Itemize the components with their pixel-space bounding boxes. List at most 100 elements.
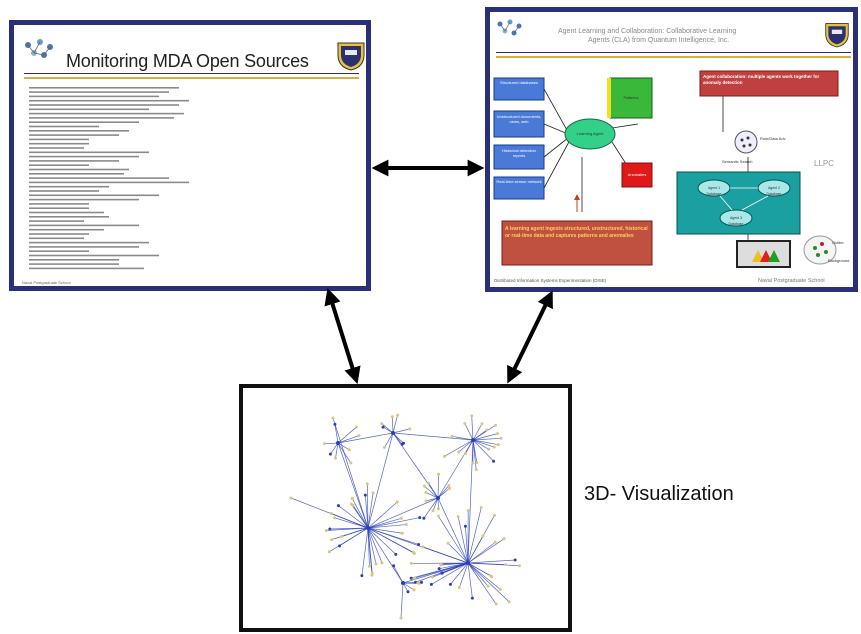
graph-node	[328, 527, 332, 531]
text-line	[29, 108, 149, 111]
anomalies-label: Anomalies	[627, 172, 647, 177]
text-line	[29, 216, 109, 218]
graph-node	[327, 550, 331, 554]
graph-node	[336, 504, 340, 508]
graph-node	[499, 436, 503, 440]
text-line	[29, 267, 144, 270]
graph-node	[331, 416, 335, 420]
side-label: LLPC	[814, 159, 835, 168]
graph-edge	[451, 435, 474, 441]
search-label: Semantic Search	[722, 159, 753, 164]
graph-node	[439, 563, 443, 567]
text-line	[29, 121, 139, 123]
text-line	[29, 220, 84, 222]
text-line	[29, 112, 184, 115]
agent-db-label: Agent 1 Database	[706, 186, 722, 196]
text-line	[29, 241, 149, 244]
graph-node	[513, 558, 517, 562]
graph-node	[480, 422, 484, 426]
graph-edge	[431, 562, 469, 585]
graph-edge	[437, 487, 450, 499]
graph-node	[466, 509, 470, 513]
graph-edge	[465, 526, 469, 564]
graph-edge	[367, 492, 374, 529]
graph-node	[392, 564, 396, 568]
graph-node	[436, 507, 440, 511]
graph-node	[495, 432, 499, 436]
graph-node	[517, 564, 521, 568]
title-rule-gold	[496, 56, 851, 58]
graph-node	[323, 442, 327, 446]
graph-edge	[432, 497, 439, 511]
graph-edge	[367, 432, 394, 529]
graph-node	[413, 576, 417, 580]
text-line	[29, 99, 189, 102]
graph-edge	[402, 582, 415, 591]
graph-node	[429, 582, 433, 586]
text-line	[29, 263, 119, 265]
graph-node	[436, 514, 440, 518]
graph-node	[365, 482, 369, 486]
right-slide-thumbnail: Agent Learning and Collaboration: Collab…	[485, 7, 858, 292]
graph-node	[446, 541, 450, 545]
graph-node	[422, 516, 426, 520]
source-box-label: Structured databases	[499, 80, 539, 85]
graph-node	[463, 452, 467, 456]
text-line	[29, 134, 119, 136]
text-line	[29, 138, 89, 141]
graph-edge	[467, 541, 496, 564]
graph-node	[409, 561, 413, 565]
graph-edge	[444, 439, 474, 457]
graph-edge	[334, 424, 339, 444]
graph-edge	[459, 562, 469, 588]
graph-edge	[367, 524, 407, 529]
graph-node	[471, 461, 475, 465]
graph-node	[463, 524, 467, 528]
graph-node	[412, 551, 416, 555]
graph-edge	[334, 517, 369, 529]
graph-node	[381, 425, 385, 429]
graph-node	[380, 561, 384, 565]
text-line	[29, 185, 109, 188]
graph-node	[479, 506, 483, 510]
graph-edge	[332, 417, 369, 529]
graph-node	[436, 496, 440, 500]
graph-node	[333, 516, 337, 520]
text-line	[29, 211, 104, 214]
collaboration-callout: Agent collaboration: multiple agents wor…	[703, 74, 820, 85]
graph-node	[481, 534, 485, 538]
graph-edge	[367, 497, 439, 529]
graph-edge	[351, 498, 369, 529]
graph-node	[395, 500, 399, 504]
nps-shield-icon	[825, 23, 849, 48]
graph-node	[406, 590, 410, 594]
graph-node	[417, 581, 421, 585]
graph-edge	[361, 527, 369, 576]
graph-edge	[472, 439, 478, 463]
text-line	[29, 207, 89, 209]
learning-agent-label: Learning Agent	[576, 131, 604, 136]
graph-edge	[472, 429, 488, 441]
graph-node	[400, 531, 404, 535]
graph-node	[450, 434, 454, 438]
text-line	[29, 91, 169, 93]
network-graph	[289, 413, 521, 620]
graph-node	[457, 586, 461, 590]
title-rule-gold	[24, 77, 359, 79]
graph-edge	[367, 527, 403, 534]
graph-node	[466, 561, 470, 565]
title-rule-blue	[496, 52, 851, 53]
graph-node	[424, 499, 428, 503]
text-line	[29, 259, 119, 261]
graph-edge	[467, 439, 474, 564]
graph-node	[437, 567, 441, 571]
graph-node	[367, 564, 371, 568]
graph-edge	[367, 527, 419, 545]
graph-node	[394, 552, 398, 556]
visualization-label: 3D- Visualization	[584, 483, 734, 505]
text-line	[29, 250, 89, 252]
dise-logo-icon	[497, 19, 522, 36]
graph-edge	[467, 562, 510, 602]
graph-node	[354, 425, 358, 429]
graph-edge	[422, 546, 469, 564]
